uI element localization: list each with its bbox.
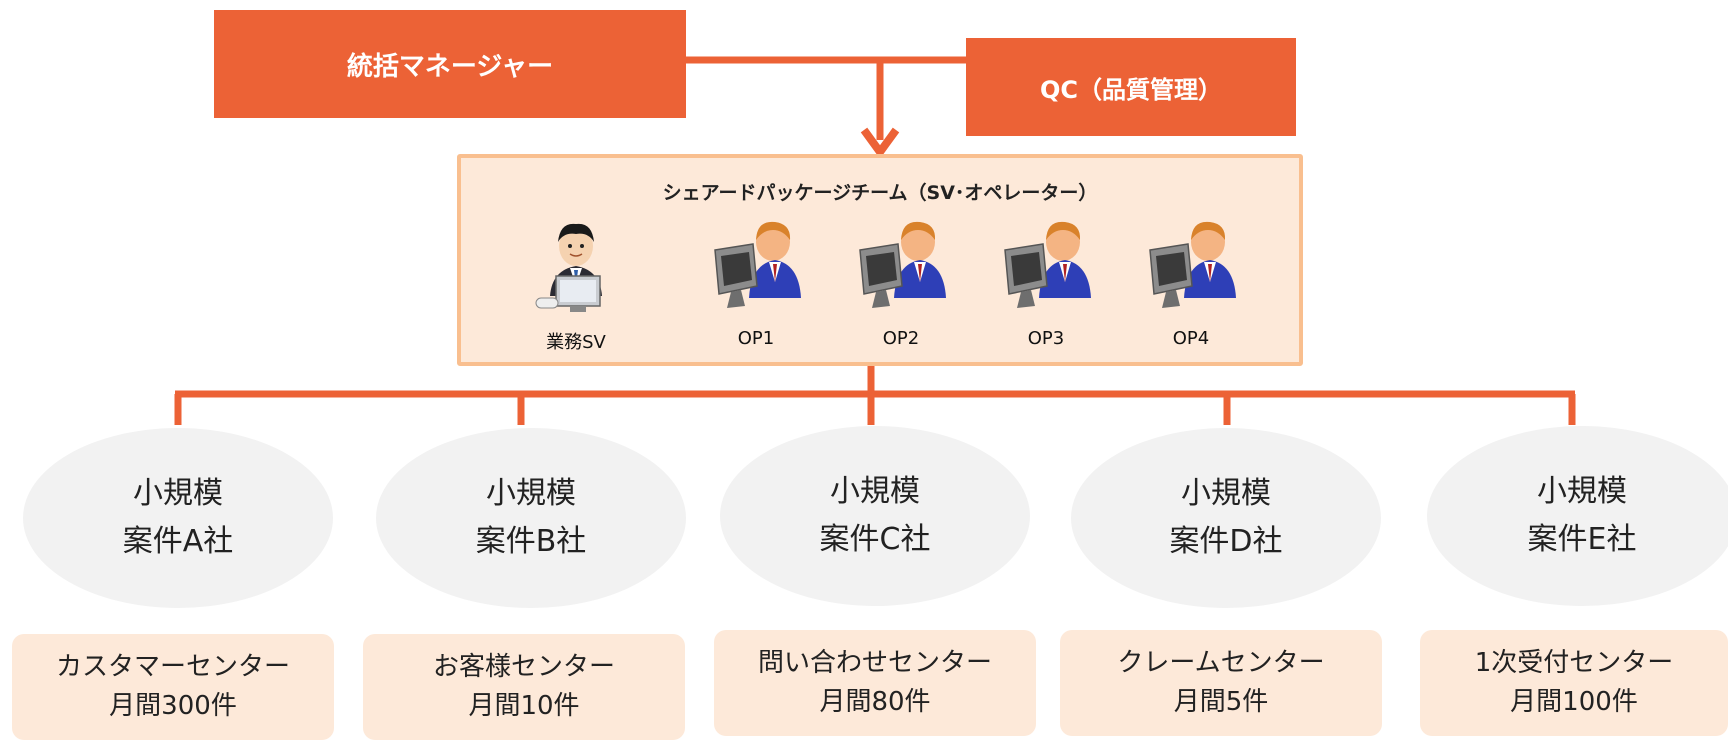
- team-title: シェアードパッケージチーム（SV･オペレーター）: [662, 182, 1098, 204]
- operator-at-monitor-icon: [859, 221, 946, 308]
- monthly-volume: 月間100件: [1510, 683, 1638, 722]
- client-name: 案件B社: [475, 524, 587, 559]
- manager-box: 統括マネージャー: [214, 10, 686, 118]
- volume-prefix: 月間: [1173, 687, 1226, 717]
- member-label-op2: OP2: [882, 328, 920, 349]
- client-ellipse-e: 小規模 案件E社: [1427, 426, 1728, 606]
- client-scale-label: 小規模: [1181, 476, 1271, 511]
- client-name: 案件C社: [819, 522, 931, 557]
- supervisor-at-desk-icon: [535, 223, 602, 312]
- volume-value: 5: [1225, 687, 1243, 717]
- monthly-volume: 月間80件: [819, 683, 930, 722]
- volume-prefix: 月間: [109, 691, 162, 721]
- team-member-op2: OP2: [846, 216, 956, 349]
- center-name: クレームセンター: [1117, 648, 1325, 678]
- client-name: 案件D社: [1169, 524, 1283, 559]
- volume-prefix: 月間: [468, 691, 521, 721]
- client-name: 案件A社: [122, 524, 234, 559]
- team-member-op4: OP4: [1136, 216, 1246, 349]
- qc-box: QC（品質管理）: [966, 38, 1296, 136]
- volume-suffix: 件: [1242, 687, 1269, 717]
- manager-label: 統括マネージャー: [346, 51, 554, 82]
- volume-prefix: 月間: [1510, 687, 1563, 717]
- client-scale-label: 小規模: [486, 476, 576, 511]
- operator-at-monitor-icon: [1149, 221, 1236, 308]
- volume-suffix: 件: [904, 687, 931, 717]
- client-scale-label: 小規模: [830, 474, 920, 509]
- volume-value: 100: [1562, 687, 1612, 717]
- center-name: お客様センター: [432, 652, 615, 682]
- shared-package-team-box: シェアードパッケージチーム（SV･オペレーター） 業務SV: [457, 154, 1303, 366]
- client-scale-label: 小規模: [133, 476, 223, 511]
- center-name: 1次受付センター: [1474, 648, 1674, 678]
- member-label-op1: OP1: [737, 328, 775, 349]
- center-card-e: 1次受付センター 月間100件: [1420, 630, 1728, 736]
- monthly-volume: 月間10件: [468, 687, 579, 726]
- center-card-b: お客様センター 月間10件: [363, 634, 685, 740]
- volume-suffix: 件: [1611, 687, 1638, 717]
- member-label-op4: OP4: [1172, 328, 1210, 349]
- monthly-volume: 月間5件: [1174, 683, 1269, 722]
- monthly-volume: 月間300件: [109, 687, 237, 726]
- volume-value: 10: [520, 691, 554, 721]
- center-name: 問い合わせセンター: [757, 648, 992, 678]
- center-card-c: 問い合わせセンター 月間80件: [714, 630, 1036, 736]
- team-member-sv: 業務SV: [521, 216, 631, 354]
- client-scale-label: 小規模: [1537, 474, 1627, 509]
- client-ellipse-c: 小規模 案件C社: [720, 426, 1030, 606]
- volume-prefix: 月間: [819, 687, 872, 717]
- member-label-op3: OP3: [1027, 328, 1065, 349]
- center-name: カスタマーセンター: [55, 652, 290, 682]
- center-card-d: クレームセンター 月間5件: [1060, 630, 1382, 736]
- volume-suffix: 件: [210, 691, 237, 721]
- center-card-a: カスタマーセンター 月間300件: [12, 634, 334, 740]
- client-ellipse-a: 小規模 案件A社: [23, 428, 333, 608]
- team-member-op3: OP3: [991, 216, 1101, 349]
- volume-value: 300: [161, 691, 211, 721]
- qc-label: QC（品質管理）: [1039, 75, 1222, 104]
- team-member-op1: OP1: [701, 216, 811, 349]
- volume-suffix: 件: [553, 691, 580, 721]
- client-name: 案件E社: [1527, 522, 1637, 557]
- arrowhead-icon: [860, 127, 900, 156]
- member-label-sv: 業務SV: [546, 332, 606, 353]
- volume-value: 80: [871, 687, 905, 717]
- operator-at-monitor-icon: [1004, 221, 1091, 308]
- client-ellipse-d: 小規模 案件D社: [1071, 428, 1381, 608]
- client-ellipse-b: 小規模 案件B社: [376, 428, 686, 608]
- operator-at-monitor-icon: [714, 221, 801, 308]
